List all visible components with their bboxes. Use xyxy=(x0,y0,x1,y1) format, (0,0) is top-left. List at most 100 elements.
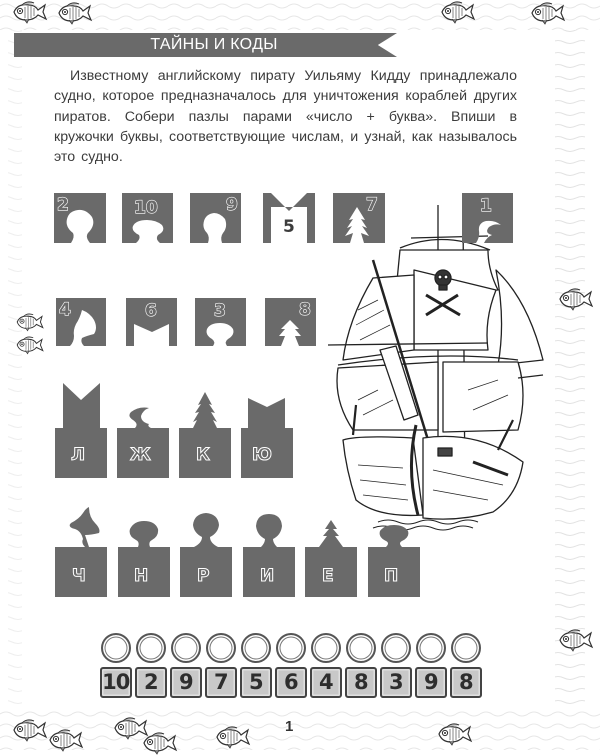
horn-tab-piece: Ч xyxy=(55,507,107,597)
piece-letter: Ч xyxy=(72,566,86,586)
number-piece-5[interactable]: 5 xyxy=(263,193,315,243)
piece-number: 6 xyxy=(145,301,157,321)
m-tall-tab-piece: Л xyxy=(55,383,107,478)
piece-number: 5 xyxy=(283,217,295,237)
piece-number: 10 xyxy=(134,198,158,218)
answer-cell: 5 xyxy=(239,633,273,698)
answer-number-box: 3 xyxy=(379,667,412,698)
fish-icon xyxy=(16,336,44,355)
wave-cutout-piece: 1 xyxy=(462,193,513,243)
oval-knob-tab-piece: П xyxy=(368,525,420,597)
letter-piece-p[interactable]: П xyxy=(368,525,420,597)
round-knob-cutout-piece: 9 xyxy=(190,193,241,243)
piece-letter: П xyxy=(384,566,398,586)
answer-cell: 10 xyxy=(99,633,133,698)
answer-cell: 6 xyxy=(274,633,308,698)
letter-piece-k[interactable]: К xyxy=(179,386,231,478)
letter-piece-ch[interactable]: Ч xyxy=(55,507,107,597)
answer-number-box: 4 xyxy=(309,667,342,698)
number-piece-2[interactable]: 2 xyxy=(54,193,106,243)
fish-icon xyxy=(559,288,593,311)
number-piece-1[interactable]: 1 xyxy=(462,193,513,243)
piece-letter: К xyxy=(196,445,210,465)
fish-icon xyxy=(441,1,475,24)
answer-number-box: 8 xyxy=(344,667,377,698)
answer-circle-input[interactable] xyxy=(450,633,481,663)
letter-piece-l[interactable]: Л xyxy=(55,383,107,478)
letter-piece-zh[interactable]: Ж xyxy=(117,404,169,478)
piece-letter: Н xyxy=(134,566,148,586)
letter-piece-yu[interactable]: Ю xyxy=(241,398,293,478)
answer-cell: 8 xyxy=(449,633,483,698)
arrow-cutout-piece: 8 xyxy=(265,298,316,346)
answer-number-box: 10 xyxy=(99,667,132,698)
fish-icon xyxy=(438,723,472,746)
letter-piece-e[interactable]: Е xyxy=(305,516,357,597)
piece-number: 2 xyxy=(57,195,69,215)
letter-piece-n[interactable]: Н xyxy=(118,516,170,597)
answer-circle-input[interactable] xyxy=(205,633,236,663)
number-piece-9[interactable]: 9 xyxy=(190,193,241,243)
instructions-text: Известному английскому пирату Уильяму Ки… xyxy=(54,68,517,166)
oval-knob-tab-piece: Н xyxy=(118,521,170,597)
number-piece-8[interactable]: 8 xyxy=(265,298,316,346)
answer-number-box: 6 xyxy=(274,667,307,698)
answer-number-box: 2 xyxy=(134,667,167,698)
answer-circle-input[interactable] xyxy=(170,633,201,663)
piece-letter: Е xyxy=(322,566,334,586)
fish-icon xyxy=(13,1,47,24)
fish-icon xyxy=(58,2,92,25)
answer-number-box: 5 xyxy=(239,667,272,698)
answer-cell: 7 xyxy=(204,633,238,698)
piece-number: 4 xyxy=(59,300,71,320)
number-piece-7[interactable]: 7 xyxy=(333,193,385,243)
answer-cell: 8 xyxy=(344,633,378,698)
answer-number-box: 8 xyxy=(449,667,482,698)
m-short-tab-piece: Ю xyxy=(241,398,293,478)
answer-circle-input[interactable] xyxy=(100,633,131,663)
oval-knob-cutout-piece: 10 xyxy=(122,193,173,243)
answer-cell: 9 xyxy=(169,633,203,698)
answer-circle-input[interactable] xyxy=(415,633,446,663)
answer-circle-input[interactable] xyxy=(380,633,411,663)
answer-circle-input[interactable] xyxy=(345,633,376,663)
answer-number-box: 9 xyxy=(414,667,447,698)
answer-cell: 4 xyxy=(309,633,343,698)
fish-icon xyxy=(13,719,47,742)
answer-grid: 10 2 9 7 5 6 4 8 3 9 8 xyxy=(99,633,483,698)
answer-number-box: 9 xyxy=(169,667,202,698)
answer-circle-input[interactable] xyxy=(275,633,306,663)
page-number: 1 xyxy=(285,718,294,735)
piece-letter: Ж xyxy=(130,445,151,465)
answer-circle-input[interactable] xyxy=(135,633,166,663)
arrow-tab-piece: Е xyxy=(305,520,357,597)
number-piece-4[interactable]: 4 xyxy=(56,298,106,346)
answer-circle-input[interactable] xyxy=(240,633,271,663)
answer-circle-input[interactable] xyxy=(310,633,341,663)
piece-number: 7 xyxy=(366,195,378,215)
piece-number: 3 xyxy=(214,301,226,321)
round-knob-tab-piece: И xyxy=(243,514,295,597)
round-knob-tab-piece: Р xyxy=(180,513,232,597)
number-piece-10[interactable]: 10 xyxy=(122,193,173,243)
number-piece-3[interactable]: 3 xyxy=(195,298,246,346)
horn-cutout-piece: 4 xyxy=(56,298,106,346)
fish-icon xyxy=(143,732,177,755)
tree-tab-piece: К xyxy=(179,392,231,478)
letter-piece-r[interactable]: Р xyxy=(180,511,232,597)
piece-letter: Л xyxy=(71,445,85,465)
answer-cell: 2 xyxy=(134,633,168,698)
piece-number: 9 xyxy=(226,195,238,215)
answer-cell: 9 xyxy=(414,633,448,698)
m-notch-cutout-piece: 5 xyxy=(263,193,315,243)
round-knob-cutout-piece: 2 xyxy=(54,193,106,243)
tree-cutout-piece: 7 xyxy=(333,193,385,243)
letter-piece-i[interactable]: И xyxy=(243,511,295,597)
number-piece-6[interactable]: 6 xyxy=(126,298,177,346)
fish-icon xyxy=(216,726,250,749)
piece-letter: Ю xyxy=(252,445,272,465)
fish-icon xyxy=(531,2,565,25)
section-title: ТАЙНЫ И КОДЫ xyxy=(150,36,278,53)
answer-number-box: 7 xyxy=(204,667,237,698)
